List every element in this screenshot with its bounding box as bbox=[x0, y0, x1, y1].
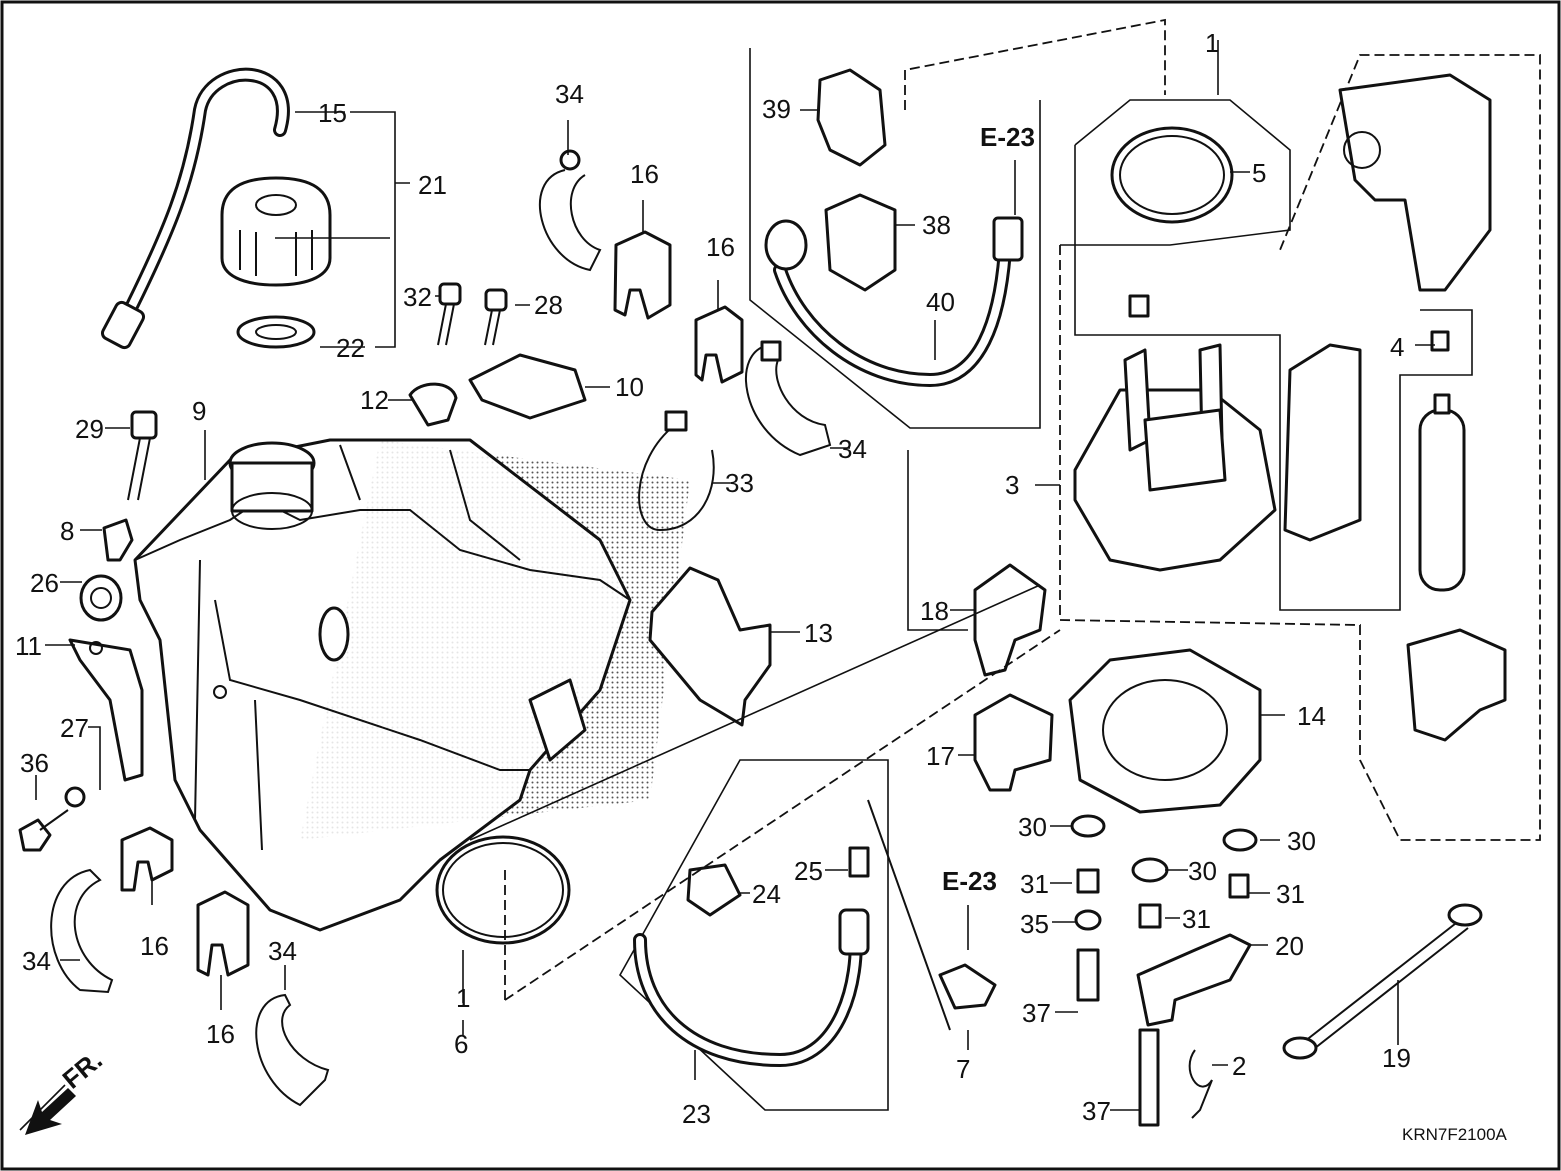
callout-32: 32 bbox=[403, 282, 432, 312]
callout-2: 2 bbox=[1232, 1051, 1246, 1081]
callout-25: 25 bbox=[794, 856, 823, 886]
seal-ring-6 bbox=[435, 835, 571, 945]
callout-1b: 1 bbox=[456, 983, 470, 1013]
band-34-lower-left bbox=[50, 868, 114, 994]
callout-10: 10 bbox=[615, 372, 644, 402]
callout-16d: 16 bbox=[206, 1019, 235, 1049]
callout-8: 8 bbox=[60, 516, 74, 546]
front-direction-label: FR. bbox=[57, 1045, 108, 1095]
callout-22: 22 bbox=[336, 333, 365, 363]
callout-39: 39 bbox=[762, 94, 791, 124]
grommet-12 bbox=[408, 382, 458, 427]
callout-34d: 34 bbox=[268, 936, 297, 966]
reference-e23-top: E-23 bbox=[980, 122, 1035, 152]
callout-23: 23 bbox=[682, 1099, 711, 1129]
fuel-tank bbox=[133, 438, 690, 932]
front-direction-arrow-icon bbox=[25, 1088, 76, 1135]
cover-13 bbox=[648, 566, 772, 727]
diagram-code: KRN7F2100A bbox=[1402, 1125, 1508, 1144]
callout-30b: 30 bbox=[1287, 826, 1316, 856]
callout-14: 14 bbox=[1297, 701, 1326, 731]
callout-31b: 31 bbox=[1276, 879, 1305, 909]
callout-27: 27 bbox=[60, 713, 89, 743]
callout-20: 20 bbox=[1275, 931, 1304, 961]
callout-19: 19 bbox=[1382, 1043, 1411, 1073]
callout-6: 6 bbox=[454, 1029, 468, 1059]
bolt-29 bbox=[127, 410, 158, 501]
plate-10 bbox=[468, 353, 587, 420]
callout-34b: 34 bbox=[838, 434, 867, 464]
callout-40: 40 bbox=[926, 287, 955, 317]
clip-16-bottom bbox=[196, 890, 250, 977]
strap-19 bbox=[1282, 903, 1483, 1060]
callout-7: 7 bbox=[956, 1054, 970, 1084]
callout-36: 36 bbox=[20, 748, 49, 778]
collar-8 bbox=[102, 518, 134, 562]
callout-35: 35 bbox=[1020, 909, 1049, 939]
callout-17: 17 bbox=[926, 741, 955, 771]
callout-1a: 1 bbox=[1205, 28, 1219, 58]
callout-3: 3 bbox=[1005, 470, 1019, 500]
stay-11 bbox=[68, 638, 144, 782]
callout-12: 12 bbox=[360, 385, 389, 415]
callout-16a: 16 bbox=[630, 159, 659, 189]
stay-20 bbox=[1136, 933, 1252, 1027]
callout-37a: 37 bbox=[1022, 998, 1051, 1028]
clip-2 bbox=[1188, 1049, 1213, 1119]
hose-40-group bbox=[749, 18, 1166, 429]
callout-11: 11 bbox=[15, 631, 42, 661]
clip-16-lower-left bbox=[120, 826, 174, 892]
clip-17 bbox=[973, 693, 1054, 792]
band-34-mid bbox=[745, 340, 832, 457]
band-34-top bbox=[539, 149, 602, 272]
callout-9: 9 bbox=[192, 396, 206, 426]
callout-31a: 31 bbox=[1020, 869, 1049, 899]
callout-leaders bbox=[19, 40, 1435, 1131]
callout-16b: 16 bbox=[706, 232, 735, 262]
callout-16c: 16 bbox=[140, 931, 169, 961]
callout-34a: 34 bbox=[555, 79, 584, 109]
band-33 bbox=[638, 410, 715, 532]
callout-31c: 31 bbox=[1182, 904, 1211, 934]
callout-13: 13 bbox=[804, 618, 833, 648]
bolt-32 bbox=[437, 282, 462, 346]
callout-37b: 37 bbox=[1082, 1096, 1111, 1126]
clamp-7 bbox=[938, 963, 997, 1010]
clip-16-top bbox=[613, 230, 672, 320]
callout-18: 18 bbox=[920, 596, 949, 626]
fuel-cap-assembly bbox=[100, 67, 332, 350]
callout-15: 15 bbox=[318, 98, 347, 128]
clip-leader bbox=[907, 450, 968, 631]
bolt-28 bbox=[484, 288, 508, 346]
callout-38: 38 bbox=[922, 210, 951, 240]
seal-leader bbox=[504, 629, 1061, 1001]
callout-28: 28 bbox=[534, 290, 563, 320]
band-34-bottom bbox=[255, 993, 330, 1107]
callout-30a: 30 bbox=[1018, 812, 1047, 842]
callout-29: 29 bbox=[75, 414, 104, 444]
reference-e23-bottom: E-23 bbox=[942, 866, 997, 896]
hose-23-group bbox=[618, 759, 951, 1111]
callout-26: 26 bbox=[30, 568, 59, 598]
callout-30c: 30 bbox=[1188, 856, 1217, 886]
callout-33: 33 bbox=[725, 468, 754, 498]
callout-21: 21 bbox=[418, 170, 447, 200]
gasket-14 bbox=[1068, 648, 1262, 814]
callout-5: 5 bbox=[1252, 158, 1266, 188]
clip-16-mid bbox=[694, 305, 744, 384]
washer-27 bbox=[64, 786, 86, 808]
callout-34c: 34 bbox=[22, 946, 51, 976]
fuel-pump-group bbox=[1059, 54, 1541, 841]
callout-4: 4 bbox=[1390, 332, 1404, 362]
fasteners-right bbox=[1070, 814, 1258, 1127]
tank-to-pump-leader bbox=[469, 584, 1041, 841]
grommet-26 bbox=[79, 574, 123, 622]
bolt-36 bbox=[18, 809, 69, 852]
callout-24: 24 bbox=[752, 879, 781, 909]
clip-18 bbox=[973, 563, 1047, 677]
